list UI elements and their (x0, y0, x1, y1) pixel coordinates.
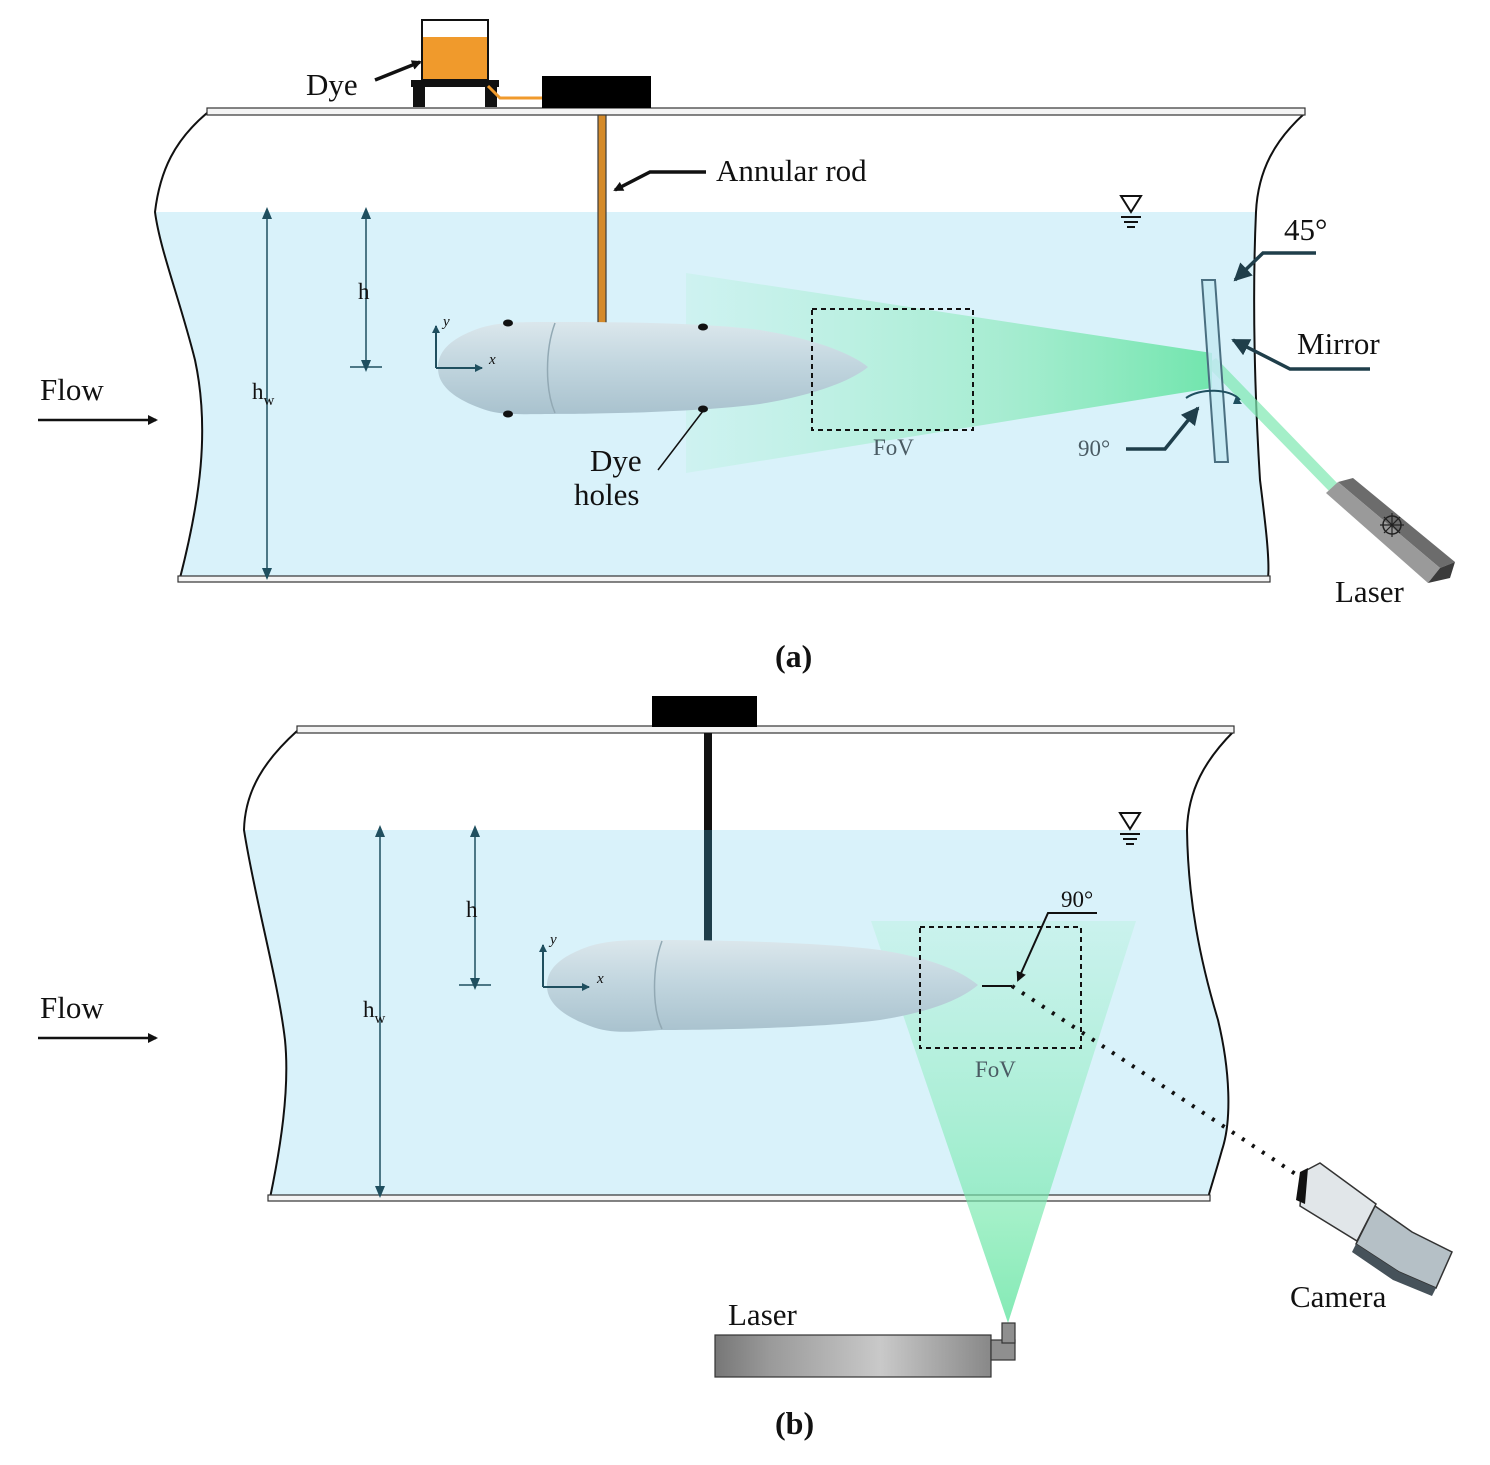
traverse-block-a (542, 76, 651, 108)
laser-sheet-b (871, 921, 1136, 1323)
label-h-a: h (358, 279, 370, 304)
fov-box-a (811, 308, 974, 431)
panel-a: Dye Annular rod Flow h hw y x Dye holes … (38, 19, 1455, 674)
label-flow-b: Flow (40, 990, 104, 1025)
axis-label-x-b: x (596, 971, 604, 987)
label-dye-holes-2: holes (574, 477, 639, 512)
channel-right-wall-b (1185, 730, 1235, 1199)
label-camera: Camera (1290, 1279, 1387, 1314)
label-annular-rod: Annular rod (716, 153, 867, 188)
mirror-icon (1185, 279, 1242, 463)
label-dye-holes-1: Dye (590, 443, 642, 478)
submarine-body-b (547, 940, 978, 1032)
channel-bottom-plate-a (177, 575, 1271, 583)
caption-a: (a) (775, 638, 812, 674)
label-flow-a: Flow (40, 372, 104, 407)
leader-lines-a (374, 60, 1370, 471)
label-90-deg-b: 90° (1061, 887, 1093, 912)
axis-label-x-a: x (488, 352, 496, 368)
depth-dimensions-b (375, 825, 491, 1198)
laser-icon (1326, 478, 1455, 583)
axis-label-y-a: y (441, 314, 450, 330)
support-strut-b-submerged (704, 830, 712, 943)
label-laser-b: Laser (728, 1297, 798, 1332)
channel-left-wall-a (153, 112, 208, 579)
label-hw-a: hw (252, 379, 275, 409)
camera-icon (1296, 1162, 1453, 1296)
laser-sheet-a (686, 273, 1212, 473)
fov-box-b (919, 926, 1082, 1049)
traverse-block-b (652, 696, 757, 727)
channel-left-wall-b (242, 730, 298, 1199)
free-surface-icon (1119, 195, 1143, 228)
label-laser-a: Laser (1335, 574, 1405, 609)
label-mirror: Mirror (1297, 326, 1380, 361)
label-90-deg-a: 90° (1078, 436, 1110, 461)
camera-axis-b (982, 984, 1302, 1179)
laser-beam-a (1206, 358, 1340, 492)
leader-90-deg-b (1016, 912, 1097, 982)
annular-rod (597, 114, 607, 326)
depth-dimensions-a (262, 207, 382, 580)
axis-label-y-b: y (548, 932, 557, 948)
label-fov-b: FoV (975, 1057, 1016, 1082)
channel-top-plate-b (296, 725, 1235, 734)
label-fov-a: FoV (873, 435, 914, 460)
channel-right-wall-a (1253, 112, 1306, 579)
label-45-deg: 45° (1284, 212, 1327, 247)
label-dye: Dye (306, 67, 358, 102)
caption-b: (b) (775, 1405, 814, 1441)
submarine-body-a (438, 319, 868, 418)
channel-top-plate-a (206, 107, 1306, 116)
free-surface-icon (1118, 812, 1142, 845)
label-hw-b: hw (363, 997, 386, 1027)
label-h-b: h (466, 897, 478, 922)
laser-icon (714, 1322, 1016, 1378)
dye-tank-icon (411, 19, 545, 107)
channel-bottom-plate-b (267, 1194, 1211, 1202)
axes-b (539, 944, 590, 991)
axes-a (432, 325, 483, 372)
panel-b: Flow h hw y x 90° FoV Camera Laser (b) (38, 696, 1453, 1441)
